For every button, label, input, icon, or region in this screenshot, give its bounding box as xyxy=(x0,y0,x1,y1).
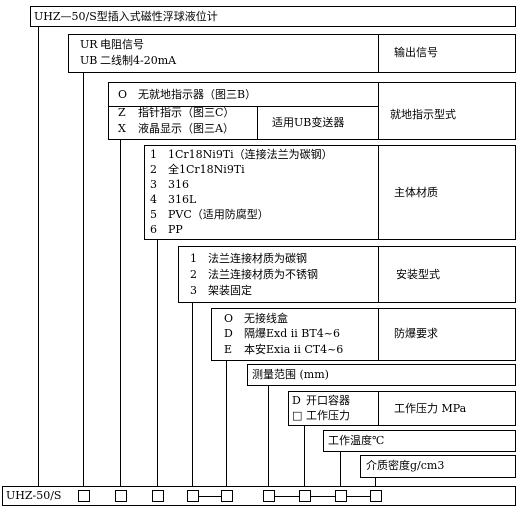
range-box xyxy=(247,364,516,386)
material-option-code: 1 xyxy=(150,148,157,161)
indicator-option-code: X xyxy=(118,122,126,135)
mounting-box xyxy=(178,246,516,303)
code-slot xyxy=(78,490,90,502)
explosion-box xyxy=(211,308,516,361)
code-row-box xyxy=(2,486,516,506)
output-option-text: 电阻信号 xyxy=(100,38,144,51)
material-option-text: 316L xyxy=(168,193,197,206)
explosion-option-code: O xyxy=(224,312,234,325)
indicator-option-code: Z xyxy=(118,106,126,119)
explosion-option-code: D xyxy=(224,327,233,340)
code-slot xyxy=(263,490,275,502)
pressure-option-text: 工作压力 xyxy=(306,409,350,422)
mounting-option-code: 1 xyxy=(190,252,197,265)
temperature-box xyxy=(323,430,516,452)
explosion-option-text: 隔爆Exd ii BT4~6 xyxy=(244,327,340,340)
diagram-title: UHZ—50/S型插入式磁性浮球液位计 xyxy=(34,10,218,23)
code-slot xyxy=(152,490,164,502)
material-box xyxy=(144,145,516,240)
indicator-option-text: 无就地指示器（图三B） xyxy=(138,88,257,101)
pressure-option-text: 开口容器 xyxy=(306,394,350,407)
mounting-option-code: 2 xyxy=(190,268,197,281)
density-label: 介质密度g/cm3 xyxy=(366,459,445,472)
material-option-code: 3 xyxy=(150,178,157,191)
mounting-option-text: 法兰连接材质为碳钢 xyxy=(208,252,307,265)
material-option-text: 316 xyxy=(168,178,189,191)
material-option-code: 4 xyxy=(150,193,157,206)
mounting-option-text: 架装固定 xyxy=(208,284,252,297)
indicator-label: 就地指示型式 xyxy=(390,108,456,121)
model-prefix: UHZ-50/S xyxy=(6,489,62,502)
pressure-box xyxy=(288,391,516,426)
indicator-option-text: 指针指示（图三C） xyxy=(138,106,235,119)
mounting-option-code: 3 xyxy=(190,284,197,297)
code-slot xyxy=(115,490,127,502)
output-label: 输出信号 xyxy=(394,46,438,59)
output-option-code: UB xyxy=(80,54,98,67)
pressure-label: 工作压力 MPa xyxy=(394,402,467,415)
material-option-text: 全1Cr18Ni9Ti xyxy=(168,163,245,176)
code-slot xyxy=(221,490,233,502)
pressure-option-code: D xyxy=(292,394,301,407)
density-box xyxy=(360,455,516,478)
explosion-option-code: E xyxy=(224,343,233,356)
material-option-code: 6 xyxy=(150,223,157,236)
mounting-option-text: 法兰连接材质为不锈钢 xyxy=(208,268,318,281)
temperature-label: 工作温度℃ xyxy=(328,434,385,447)
range-label: 测量范围 (mm) xyxy=(252,368,329,381)
material-option-text: PP xyxy=(168,223,183,236)
material-option-text: PVC（适用防腐型） xyxy=(168,208,269,221)
material-option-text: 1Cr18Ni9Ti（连接法兰为碳钢） xyxy=(168,148,333,161)
indicator-box xyxy=(108,82,516,140)
indicator-option-text: 液晶显示（图三A） xyxy=(138,122,234,135)
output-box xyxy=(68,34,516,73)
title-box xyxy=(30,6,516,27)
code-slot xyxy=(370,490,382,502)
material-option-code: 2 xyxy=(150,163,157,176)
indicator-option-code: O xyxy=(118,88,128,101)
indicator-note: 适用UB变送器 xyxy=(272,116,345,129)
material-option-code: 5 xyxy=(150,208,157,221)
explosion-option-text: 本安Exia ii CT4~6 xyxy=(244,343,344,356)
code-slot xyxy=(335,490,347,502)
code-slot xyxy=(299,490,311,502)
code-slot xyxy=(187,490,199,502)
output-option-text: 二线制4-20mA xyxy=(100,54,177,67)
material-label: 主体材质 xyxy=(394,186,438,199)
mounting-label: 安装型式 xyxy=(396,268,440,281)
pressure-option-code: □ xyxy=(292,409,303,422)
output-option-code: UR xyxy=(80,38,98,51)
explosion-option-text: 无接线盒 xyxy=(244,312,288,325)
explosion-label: 防爆要求 xyxy=(394,327,438,340)
